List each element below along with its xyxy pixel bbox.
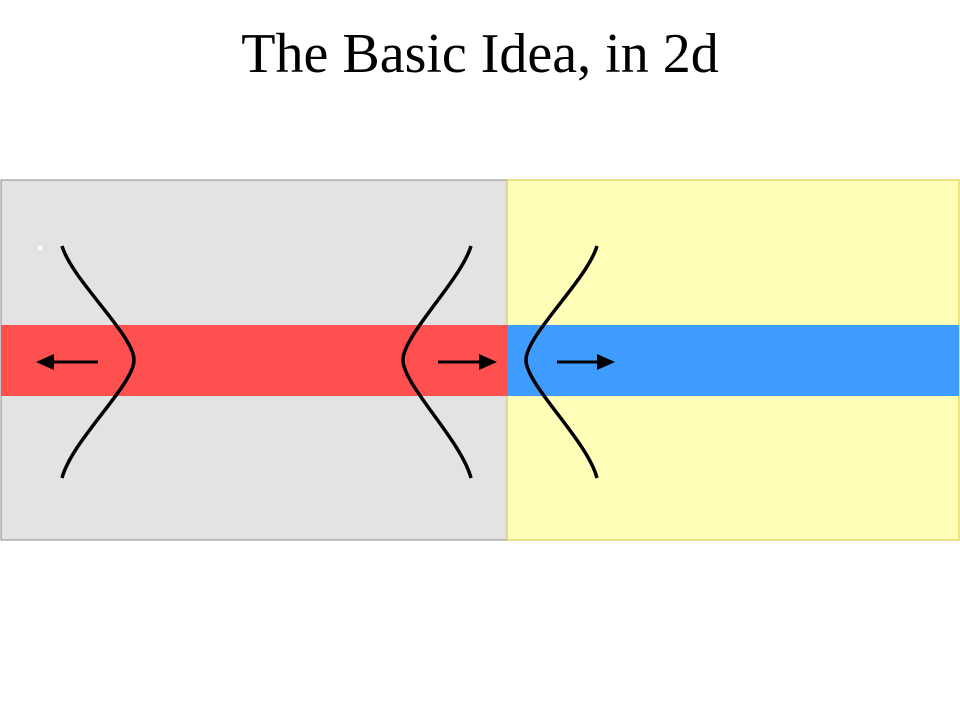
wavefront-curve-middle xyxy=(401,245,473,479)
small-dot xyxy=(38,246,42,250)
arrow-left xyxy=(36,354,98,370)
arrow-right-blue-band xyxy=(557,354,615,370)
arrow-right-red-band xyxy=(438,354,497,370)
wavefront-curve-right xyxy=(524,245,599,479)
slide-title: The Basic Idea, in 2d xyxy=(241,23,719,85)
wavefront-curve-left xyxy=(60,245,136,479)
